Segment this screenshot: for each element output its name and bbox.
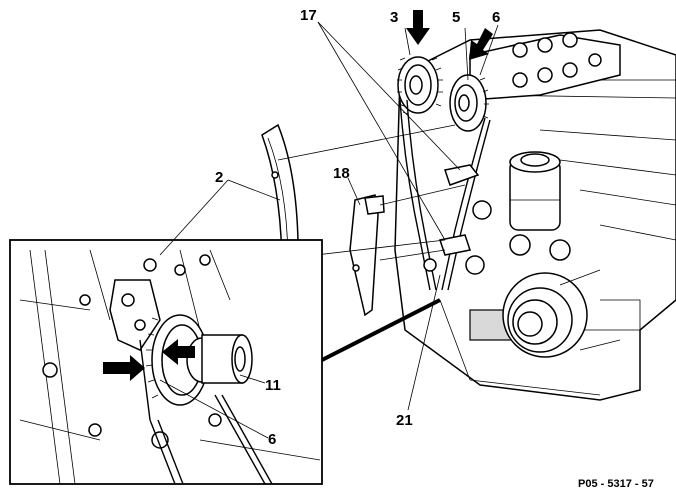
tensioning-rail-part-18 [349, 194, 385, 317]
callout-18: 18 [333, 165, 350, 182]
callout-3: 3 [390, 9, 398, 26]
intake-camshaft-sprocket [449, 74, 489, 132]
callout-6-top: 6 [492, 9, 500, 26]
crankshaft-pulley [502, 269, 621, 358]
inset-detail-view [9, 239, 441, 485]
callout-11: 11 [265, 377, 281, 394]
arrow-left-icon [162, 339, 195, 365]
arrow-right-icon [103, 355, 145, 381]
reference-code: P05 - 5317 - 57 [578, 478, 654, 490]
arrow-down-icon-3 [406, 10, 430, 45]
callout-2: 2 [215, 169, 223, 186]
explosion-lines [277, 124, 466, 261]
arrow-down-icon-5 [469, 28, 493, 60]
camshaft-housing [469, 32, 621, 101]
callout-21: 21 [396, 412, 413, 429]
callout-17: 17 [300, 7, 317, 24]
leader-lines [159, 21, 499, 439]
exhaust-camshaft-sprocket [397, 56, 443, 115]
callout-6-inset: 6 [268, 431, 276, 448]
callout-5: 5 [452, 9, 460, 26]
chain-tensioner [509, 151, 571, 261]
